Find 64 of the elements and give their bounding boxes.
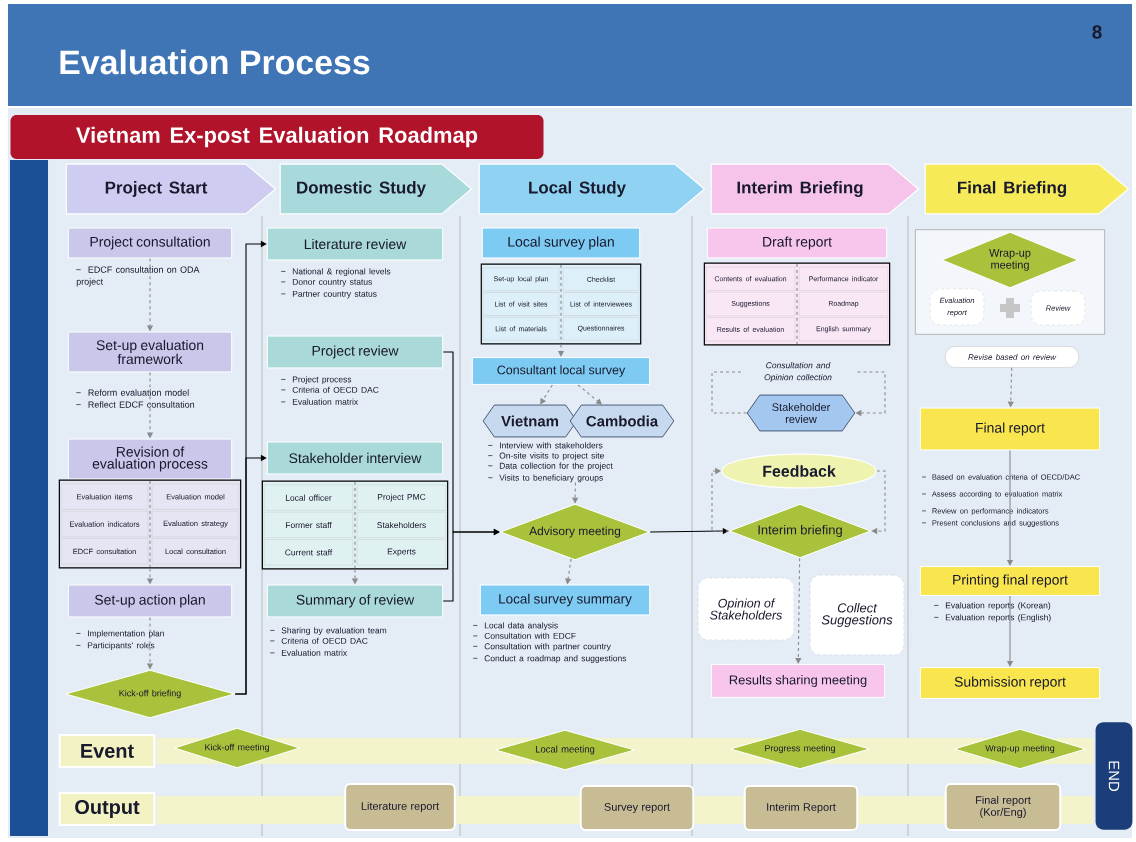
note-box: Opinion of Stakeholders (697, 577, 795, 641)
output-box: Final report (Kor/Eng) (944, 783, 1062, 831)
output-box: Interim Report (743, 785, 859, 831)
table-cell: Former staff (264, 512, 354, 538)
bullet-list: Local data analysis Consultation with EDCF Consultation with partner country Conduct a roadmap and suggestions (472, 622, 627, 663)
node-label: Consultation with partner country (484, 643, 611, 651)
hexagon-box: Cambodia (569, 404, 675, 438)
phase-header: Final Briefing (924, 163, 1130, 215)
bullet-list: National & regional levels Donor country status Partner country status (280, 268, 391, 299)
page-number: 8 (1092, 25, 1102, 39)
table-cell: Stakeholders (356, 512, 447, 538)
bullet-list: Interview with stakeholders On-site visits to project site Data collection for the project Visits to beneficiary groups (487, 442, 613, 483)
data-table (703, 262, 891, 346)
page-title: Evaluation Process (60, 49, 370, 75)
phase-header: Interim Briefing (710, 163, 920, 215)
node-label: Local data analysis (484, 622, 558, 631)
process-box: Printing final report (919, 566, 1101, 596)
bullet-list: EDCF consultation on ODA project (75, 266, 200, 287)
process-box: Stakeholder interview (266, 441, 444, 475)
edge-label: Consultation and Opinion collection (741, 361, 855, 383)
output-box: Survey report (579, 785, 695, 831)
arrow (234, 454, 267, 695)
process-box: Project review (266, 335, 444, 369)
phase-header: Domestic Study (279, 163, 473, 215)
bullet-list: Sharing by evaluation team Criteria of OECD DAC Evaluation matrix (269, 627, 387, 656)
table-cell: Project PMC (356, 484, 447, 511)
end-tab: END (1095, 722, 1133, 830)
output-box: Literature report (344, 783, 456, 831)
table-cell: Current staff (264, 539, 354, 566)
arrow (540, 384, 553, 405)
table-cell: Experts (356, 539, 447, 566)
arrow (442, 528, 500, 602)
process-box: Local survey plan (481, 227, 641, 259)
process-box: Project consultation (67, 227, 233, 259)
process-box: Literature review (266, 227, 444, 261)
arrow (871, 470, 886, 535)
row-label: Output (58, 792, 156, 826)
process-box: Consultant local survey (471, 357, 651, 385)
section-banner: Vietnam Ex-post Evaluation Roadmap (10, 115, 544, 159)
process-box: Set-up action plan (67, 584, 233, 618)
bullet-list: Evaluation reports (Korean) Evaluation reports (English) (933, 602, 1051, 623)
arrow (795, 557, 802, 664)
node-label: Consultation with EDCF (484, 632, 576, 639)
phase-header: Local Study (478, 163, 706, 215)
bullet-list: Implementation plan Participants' roles (75, 630, 164, 651)
bullet-list: Project process Criteria of OECD DAC Evaluation matrix (280, 376, 379, 405)
process-box: Submission report (919, 667, 1101, 699)
node-label: Conduct a roadmap and suggestions (484, 655, 627, 663)
data-table (480, 263, 642, 345)
table-cell: Local officer (264, 484, 354, 511)
data-table (261, 480, 449, 570)
phase-header: Project Start (65, 163, 277, 215)
process-box: Draft report (706, 227, 888, 259)
data-table (58, 479, 242, 569)
arrow (711, 467, 730, 532)
process-box: Set-up evaluation framework (67, 331, 233, 373)
process-box: Revision of evaluation process (67, 438, 233, 480)
process-box: Results sharing meeting (710, 664, 886, 698)
row-label: Event (58, 734, 156, 768)
process-box: Local survey summary (479, 584, 651, 616)
bullet-list: Reform evaluation model Reflect EDCF consultation (75, 389, 195, 408)
process-box: Summary of review (266, 584, 444, 618)
note-box: Collect Suggestions (809, 574, 905, 656)
process-box: Final report (919, 407, 1101, 451)
